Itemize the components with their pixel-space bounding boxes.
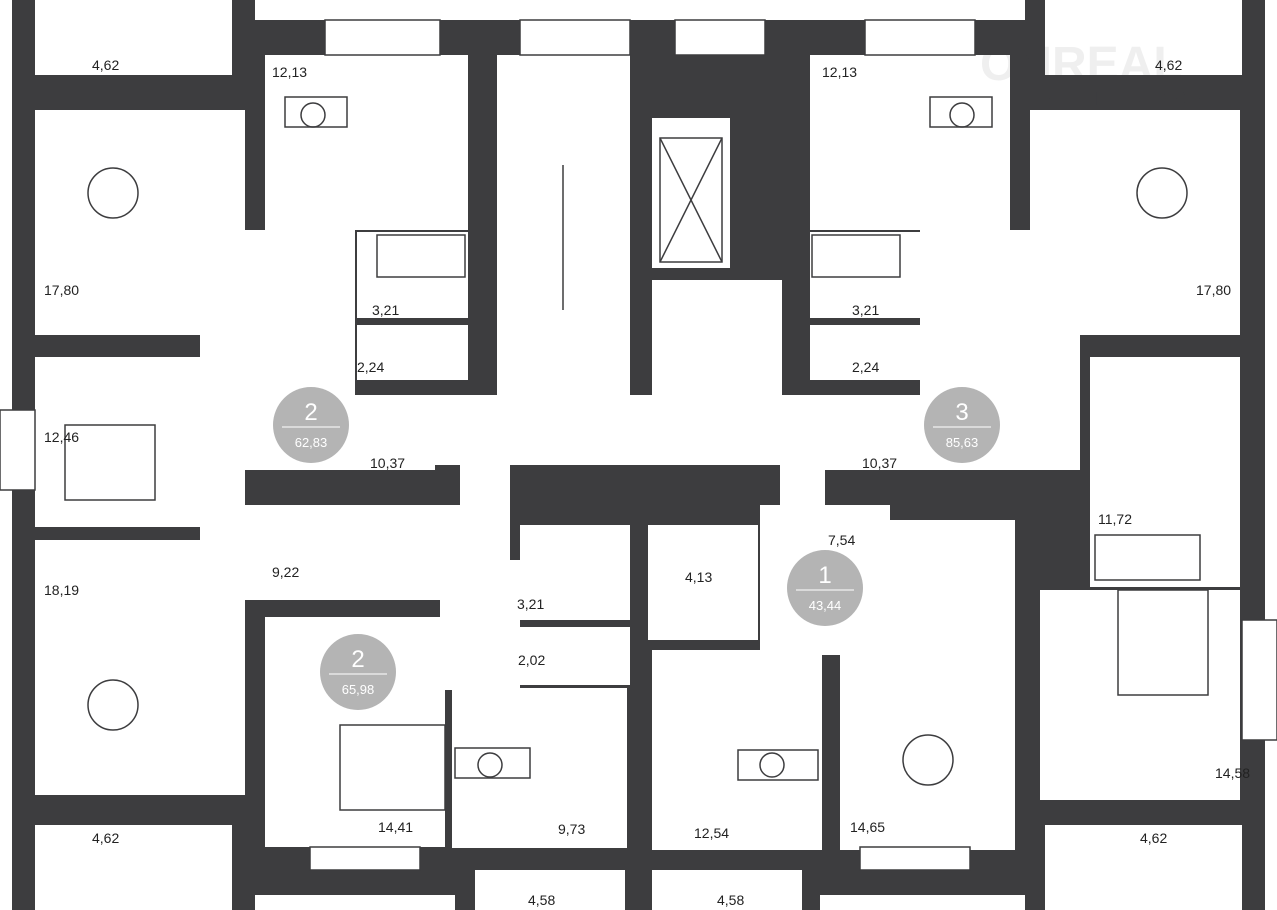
svg-text:43,44: 43,44: [809, 598, 842, 613]
area-label: 12,46: [44, 429, 79, 445]
area-label: 4,62: [92, 830, 119, 846]
area-label: 17,80: [44, 282, 79, 298]
area-label: 3,21: [517, 596, 544, 612]
room-area-labels: 4,62 12,13 17,80 3,21 2,24 12,46 10,37 1…: [44, 57, 1250, 908]
area-label: 3,21: [852, 302, 879, 318]
svg-text:2: 2: [304, 399, 317, 426]
svg-text:65,98: 65,98: [342, 682, 375, 697]
margin-right: [1265, 0, 1277, 910]
apartment-badge: 2 65,98: [320, 634, 396, 710]
svg-text:1: 1: [818, 562, 831, 589]
furniture: [64, 96, 1209, 811]
area-label: 11,72: [1098, 511, 1132, 527]
svg-text:3: 3: [955, 399, 968, 426]
apartment-badge: 1 43,44: [787, 550, 863, 626]
area-label: 2,24: [852, 359, 879, 375]
margin-bottom-left: [255, 895, 455, 910]
area-label: 14,58: [1215, 765, 1250, 781]
rooms: [35, 0, 1242, 910]
svg-text:2: 2: [351, 646, 364, 673]
area-label: 9,73: [558, 821, 585, 837]
area-label: 4,13: [685, 569, 712, 585]
area-label: 14,65: [850, 819, 885, 835]
area-label: 17,80: [1196, 282, 1231, 298]
apartment-badge: 3 85,63: [924, 387, 1000, 463]
svg-text:85,63: 85,63: [946, 435, 979, 450]
svg-text:НЕДВИЖИМОСТЬ: НЕДВИЖИМОСТЬ: [1020, 89, 1250, 109]
area-label: 4,62: [92, 57, 119, 73]
area-label: 10,37: [862, 455, 897, 471]
area-label: 10,37: [370, 455, 405, 471]
area-label: 9,22: [272, 564, 299, 580]
area-label: 3,21: [372, 302, 399, 318]
apartment-badge: 2 62,83: [273, 387, 349, 463]
area-label: 7,54: [828, 532, 855, 548]
stair-and-elevator: [562, 137, 723, 310]
area-label: 4,58: [717, 892, 744, 908]
margin-top: [255, 0, 1025, 20]
windows: [0, 19, 1277, 871]
area-label: 12,13: [822, 64, 857, 80]
area-label: 4,62: [1140, 830, 1167, 846]
svg-text:ONREAL: ONREAL: [980, 38, 1183, 91]
area-label: 14,41: [378, 819, 413, 835]
area-label: 18,19: [44, 582, 79, 598]
area-label: 4,62: [1155, 57, 1182, 73]
margin-bottom-right: [820, 895, 1025, 910]
area-label: 2,24: [357, 359, 384, 375]
area-label: 12,54: [694, 825, 729, 841]
area-label: 4,58: [528, 892, 555, 908]
area-label: 12,13: [272, 64, 307, 80]
svg-text:62,83: 62,83: [295, 435, 328, 450]
watermark: ONREAL НЕДВИЖИМОСТЬ: [980, 38, 1250, 109]
area-label: 2,02: [518, 652, 545, 668]
